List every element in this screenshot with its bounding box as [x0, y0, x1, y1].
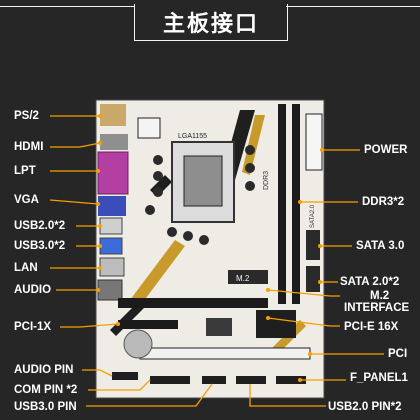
- label-hdmi: HDMI: [14, 141, 44, 153]
- capacitor: [245, 181, 255, 191]
- leader-dot: [98, 266, 102, 270]
- label-usb20: USB2.0*2: [14, 220, 66, 232]
- header-rule-left: [0, 6, 134, 7]
- label-audiopin: AUDIO PIN: [14, 364, 74, 376]
- leader-dot: [98, 224, 102, 228]
- label-sata20: SATA 2.0*2: [340, 276, 400, 288]
- label-compin: COM PIN *2: [14, 384, 78, 396]
- label-pci1x: PCI-1X: [14, 321, 52, 333]
- label-m2-interface: INTERFACE: [344, 302, 410, 314]
- hdmi-port: [100, 134, 128, 150]
- capacitor: [245, 145, 255, 155]
- audio-pin-header: [112, 372, 138, 380]
- chipset-heatsink: [256, 310, 296, 338]
- f-panel-header: [276, 376, 306, 384]
- pci-slot: [139, 347, 311, 360]
- pcb-stripe: [242, 115, 265, 175]
- leader-audiopin: [82, 369, 113, 377]
- ddr-slot-1: [278, 104, 286, 304]
- leader-compin: [88, 379, 151, 391]
- leader-dot: [266, 288, 270, 292]
- label-fpanel: F_PANEL1: [350, 372, 408, 384]
- leader-usb30pin: [86, 383, 213, 407]
- audio-port: [97, 279, 123, 301]
- leader-dot: [320, 148, 324, 152]
- leader-dot: [98, 244, 102, 248]
- pcb-stripe: [130, 240, 185, 306]
- label-power: POWER: [364, 144, 408, 156]
- cmos-battery: [123, 329, 153, 359]
- ps2-port: [100, 104, 126, 126]
- leader-dot: [96, 288, 100, 292]
- vga-port: [98, 196, 126, 216]
- leader-dot: [98, 114, 102, 118]
- leader-m2: [267, 289, 340, 297]
- leader-dot: [318, 244, 322, 248]
- header-rule-right: [286, 6, 420, 7]
- label-audio: AUDIO: [14, 284, 52, 296]
- capacitor: [153, 187, 163, 197]
- header-banner: 主板接口: [134, 4, 288, 41]
- cpu-socket-inner: [183, 155, 223, 207]
- label-usb30pin: USB3.0 PIN: [14, 401, 77, 413]
- leader-usb20pin: [249, 384, 326, 407]
- capacitor: [153, 155, 163, 165]
- io-chip: [206, 318, 232, 336]
- leader-lines: [49, 115, 384, 407]
- leader-dot: [116, 322, 120, 326]
- capacitor: [245, 163, 255, 173]
- leader-dot: [96, 202, 100, 206]
- label-pci: PCI: [388, 348, 408, 360]
- label-lan: LAN: [14, 262, 38, 274]
- label-usb30: USB3.0*2: [14, 240, 66, 252]
- label-ddr3: DDR3*2: [362, 196, 405, 208]
- ddr-label: DDR3: [263, 171, 270, 190]
- label-usb20pin: USB2.0 PIN*2: [328, 401, 402, 413]
- leader-pci1x: [60, 323, 119, 328]
- pci1x-slot: [118, 320, 178, 329]
- leader-dot: [298, 378, 302, 382]
- sata-label: SATA2.0: [310, 204, 316, 228]
- leader-vga: [49, 199, 99, 205]
- pcie16-slot: [118, 298, 268, 308]
- leader-dot: [266, 316, 270, 320]
- socket-label: LGA1155: [178, 133, 207, 140]
- leader-dot: [308, 352, 312, 356]
- m2-label: M.2: [236, 274, 250, 283]
- usb20-pin-header: [236, 376, 266, 384]
- label-ps2: PS/2: [14, 110, 39, 122]
- atx-power-connector: [305, 113, 323, 171]
- leader-dot: [318, 280, 322, 284]
- leader-hdmi: [50, 142, 101, 148]
- label-vga: VGA: [14, 194, 39, 206]
- lpt-port: [97, 151, 129, 195]
- leader-pcie16: [267, 317, 340, 327]
- sata2-port: [306, 266, 320, 292]
- capacitor: [145, 205, 155, 215]
- capacitor: [153, 171, 163, 181]
- label-lpt: LPT: [14, 165, 36, 177]
- sata3-port: [306, 230, 320, 260]
- capacitor: [167, 227, 177, 237]
- leader-dot: [96, 169, 100, 173]
- leader-dot: [298, 200, 302, 204]
- capacitor: [199, 235, 209, 245]
- com-pin-header: [150, 376, 190, 384]
- lan-port: [99, 257, 125, 277]
- ddr-slot-2: [292, 104, 300, 304]
- usb30-pin-header: [202, 376, 226, 384]
- capacitor: [183, 231, 193, 241]
- usb3-port: [99, 237, 123, 255]
- label-pcie16: PCI-E 16X: [344, 321, 399, 333]
- m2-slot: [228, 270, 268, 284]
- label-m2: M.2: [370, 290, 390, 302]
- cpu-power-connector: [137, 117, 161, 139]
- usb2-port: [99, 217, 123, 235]
- leader-dot: [98, 141, 102, 145]
- label-sata30: SATA 3.0: [356, 240, 405, 252]
- page-title: 主板接口: [162, 12, 259, 37]
